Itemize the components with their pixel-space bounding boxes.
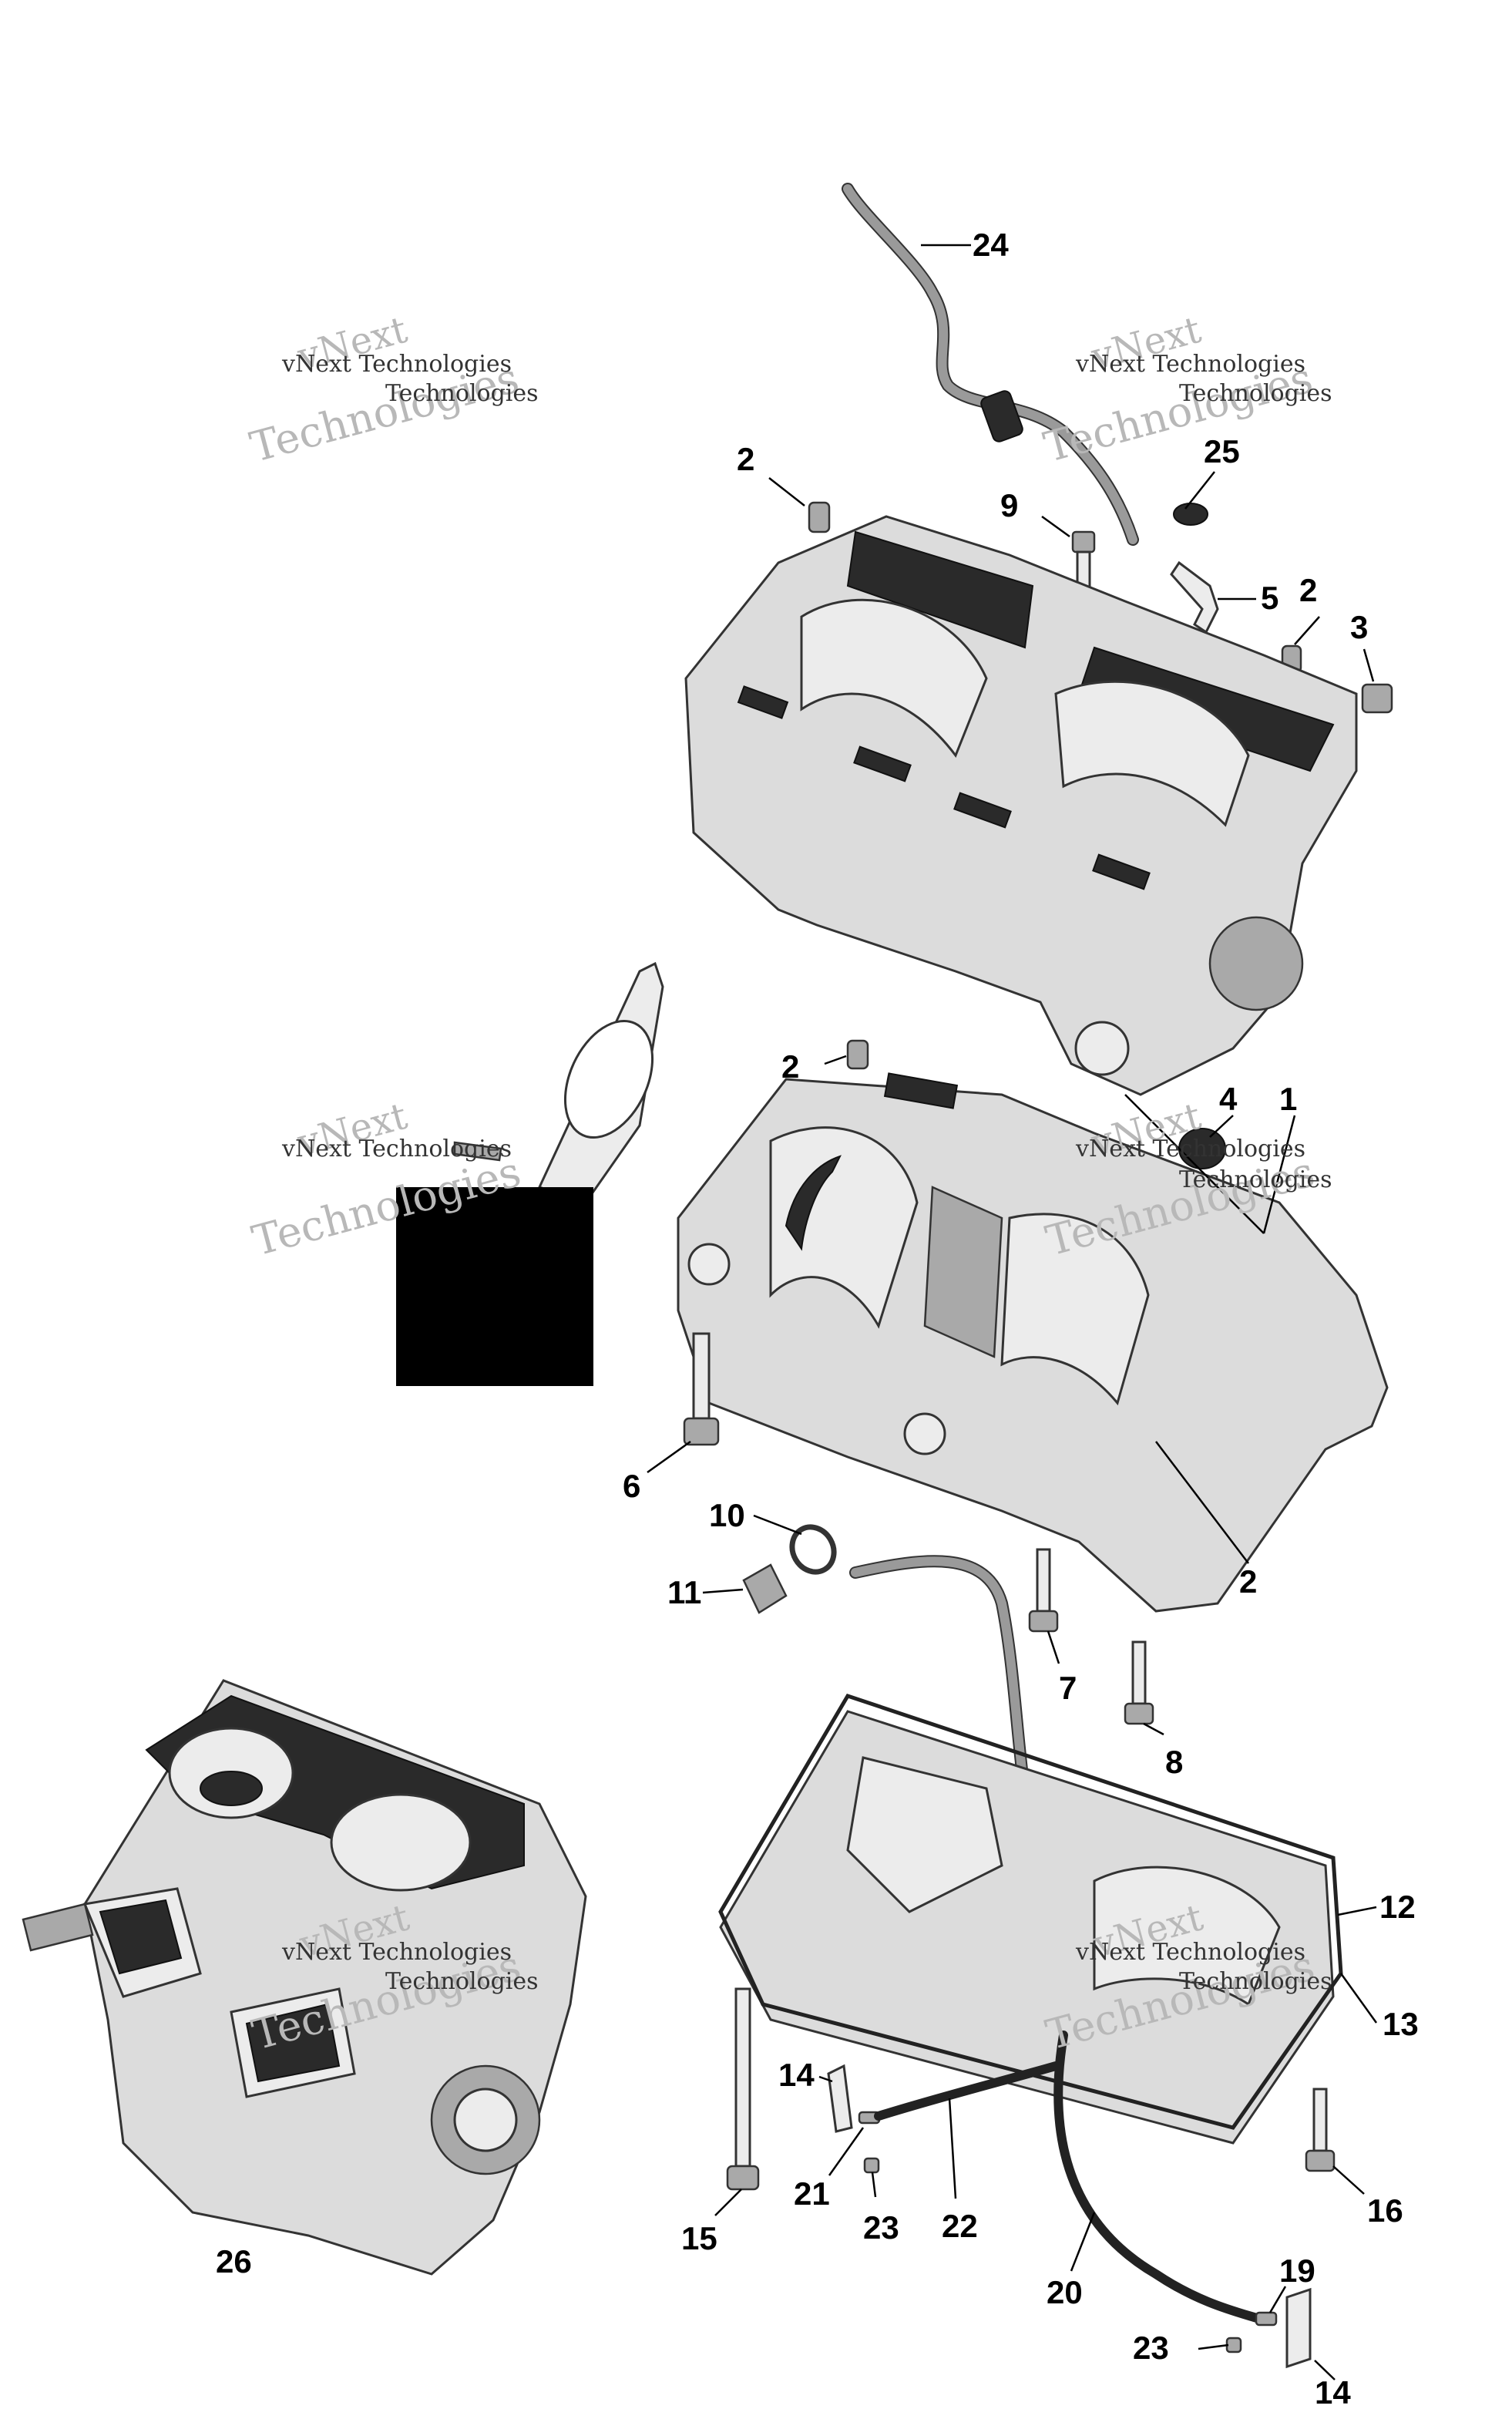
bolt-part-16 [1305, 2088, 1336, 2172]
elbow-fitting-part-5 [1170, 560, 1219, 634]
watermark-text-bottom-left: vNext Technologies [281, 1939, 512, 1966]
bolt-part-7 [1028, 1548, 1059, 1633]
watermark-text-bottom-right: vNext Technologies [1075, 1939, 1305, 1966]
callout-23-lower: 23 [1133, 2330, 1169, 2366]
lower-crankcase [677, 1072, 1389, 1613]
plug-part-23-upper [863, 2157, 880, 2174]
watermark-text-mid-left: vNext Technologies [281, 1136, 512, 1162]
callout-21: 21 [794, 2175, 830, 2212]
plug-part-23-lower [1225, 2337, 1242, 2353]
callout-14-lower: 14 [1315, 2374, 1351, 2409]
bolt-part-8 [1124, 1640, 1154, 1725]
callout-22: 22 [942, 2208, 978, 2244]
bolt-part-6 [683, 1332, 720, 1446]
callout-23-upper: 23 [863, 2209, 899, 2246]
watermark-text-bottom-right-2: Technologies [1179, 1968, 1332, 1995]
callout-20: 20 [1047, 2274, 1083, 2310]
callout-15: 15 [681, 2220, 717, 2256]
callout-13: 13 [1383, 2006, 1419, 2042]
callout-8: 8 [1165, 1744, 1183, 1780]
hose-part-20 [1053, 2030, 1268, 2325]
callout-4: 4 [1219, 1081, 1238, 1117]
engine-assembly-part-26 [22, 1679, 587, 2276]
dowel-part-2-top [808, 501, 831, 533]
watermark-text-top-right: vNext Technologies [1075, 351, 1305, 378]
callout-5: 5 [1261, 580, 1278, 616]
callout-2-lower: 2 [1239, 1563, 1257, 1600]
upper-crankcase-part-1 [684, 515, 1358, 1096]
callout-6: 6 [623, 1468, 640, 1504]
bolt-part-15 [726, 1987, 760, 2191]
watermark-text-mid-right-2: Technologies [1179, 1166, 1332, 1193]
redaction-box [396, 1187, 593, 1386]
callout-9: 9 [1000, 487, 1018, 523]
watermark-text-top-left-2: Technologies [385, 380, 539, 407]
breather-tube-part-24 [842, 183, 1139, 546]
clamp-part-25 [1173, 503, 1208, 526]
fitting-part-14-upper [827, 2064, 853, 2133]
leader-lines [647, 244, 1378, 2380]
plug-part-3 [1361, 683, 1393, 714]
clamp-part-19 [1255, 2311, 1278, 2327]
watermark-text-top-left: vNext Technologies [281, 351, 512, 378]
drain-plug-part-11 [742, 1563, 788, 1614]
callout-14-upper: 14 [778, 2057, 815, 2093]
watermark-text-top-right-2: Technologies [1179, 380, 1332, 407]
watermark-text-mid-right: vNext Technologies [1075, 1136, 1305, 1162]
callout-1: 1 [1279, 1081, 1297, 1117]
callout-11: 11 [667, 1574, 701, 1610]
callout-25: 25 [1204, 433, 1240, 469]
callout-10: 10 [709, 1497, 745, 1533]
hose-part-22 [874, 2061, 1060, 2121]
callout-2-mid: 2 [781, 1048, 799, 1085]
callout-19: 19 [1279, 2253, 1315, 2289]
callout-3: 3 [1350, 609, 1368, 645]
callout-24: 24 [973, 227, 1009, 263]
callout-2-top-left: 2 [737, 441, 754, 477]
callout-12: 12 [1379, 1889, 1416, 1925]
callout-26: 26 [216, 2243, 252, 2279]
callout-2-top-right: 2 [1299, 572, 1317, 608]
o-ring-part-10 [789, 1524, 837, 1575]
dowel-part-2-lower [846, 1039, 869, 1070]
callout-7: 7 [1059, 1670, 1077, 1706]
callout-labels: 24 25 9 5 2 2 3 2 4 1 6 10 11 2 7 8 12 1… [216, 227, 1419, 2409]
callout-16: 16 [1367, 2192, 1403, 2229]
fitting-part-14-lower [1285, 2287, 1312, 2369]
watermark-text-bottom-left-2: Technologies [385, 1968, 539, 1995]
